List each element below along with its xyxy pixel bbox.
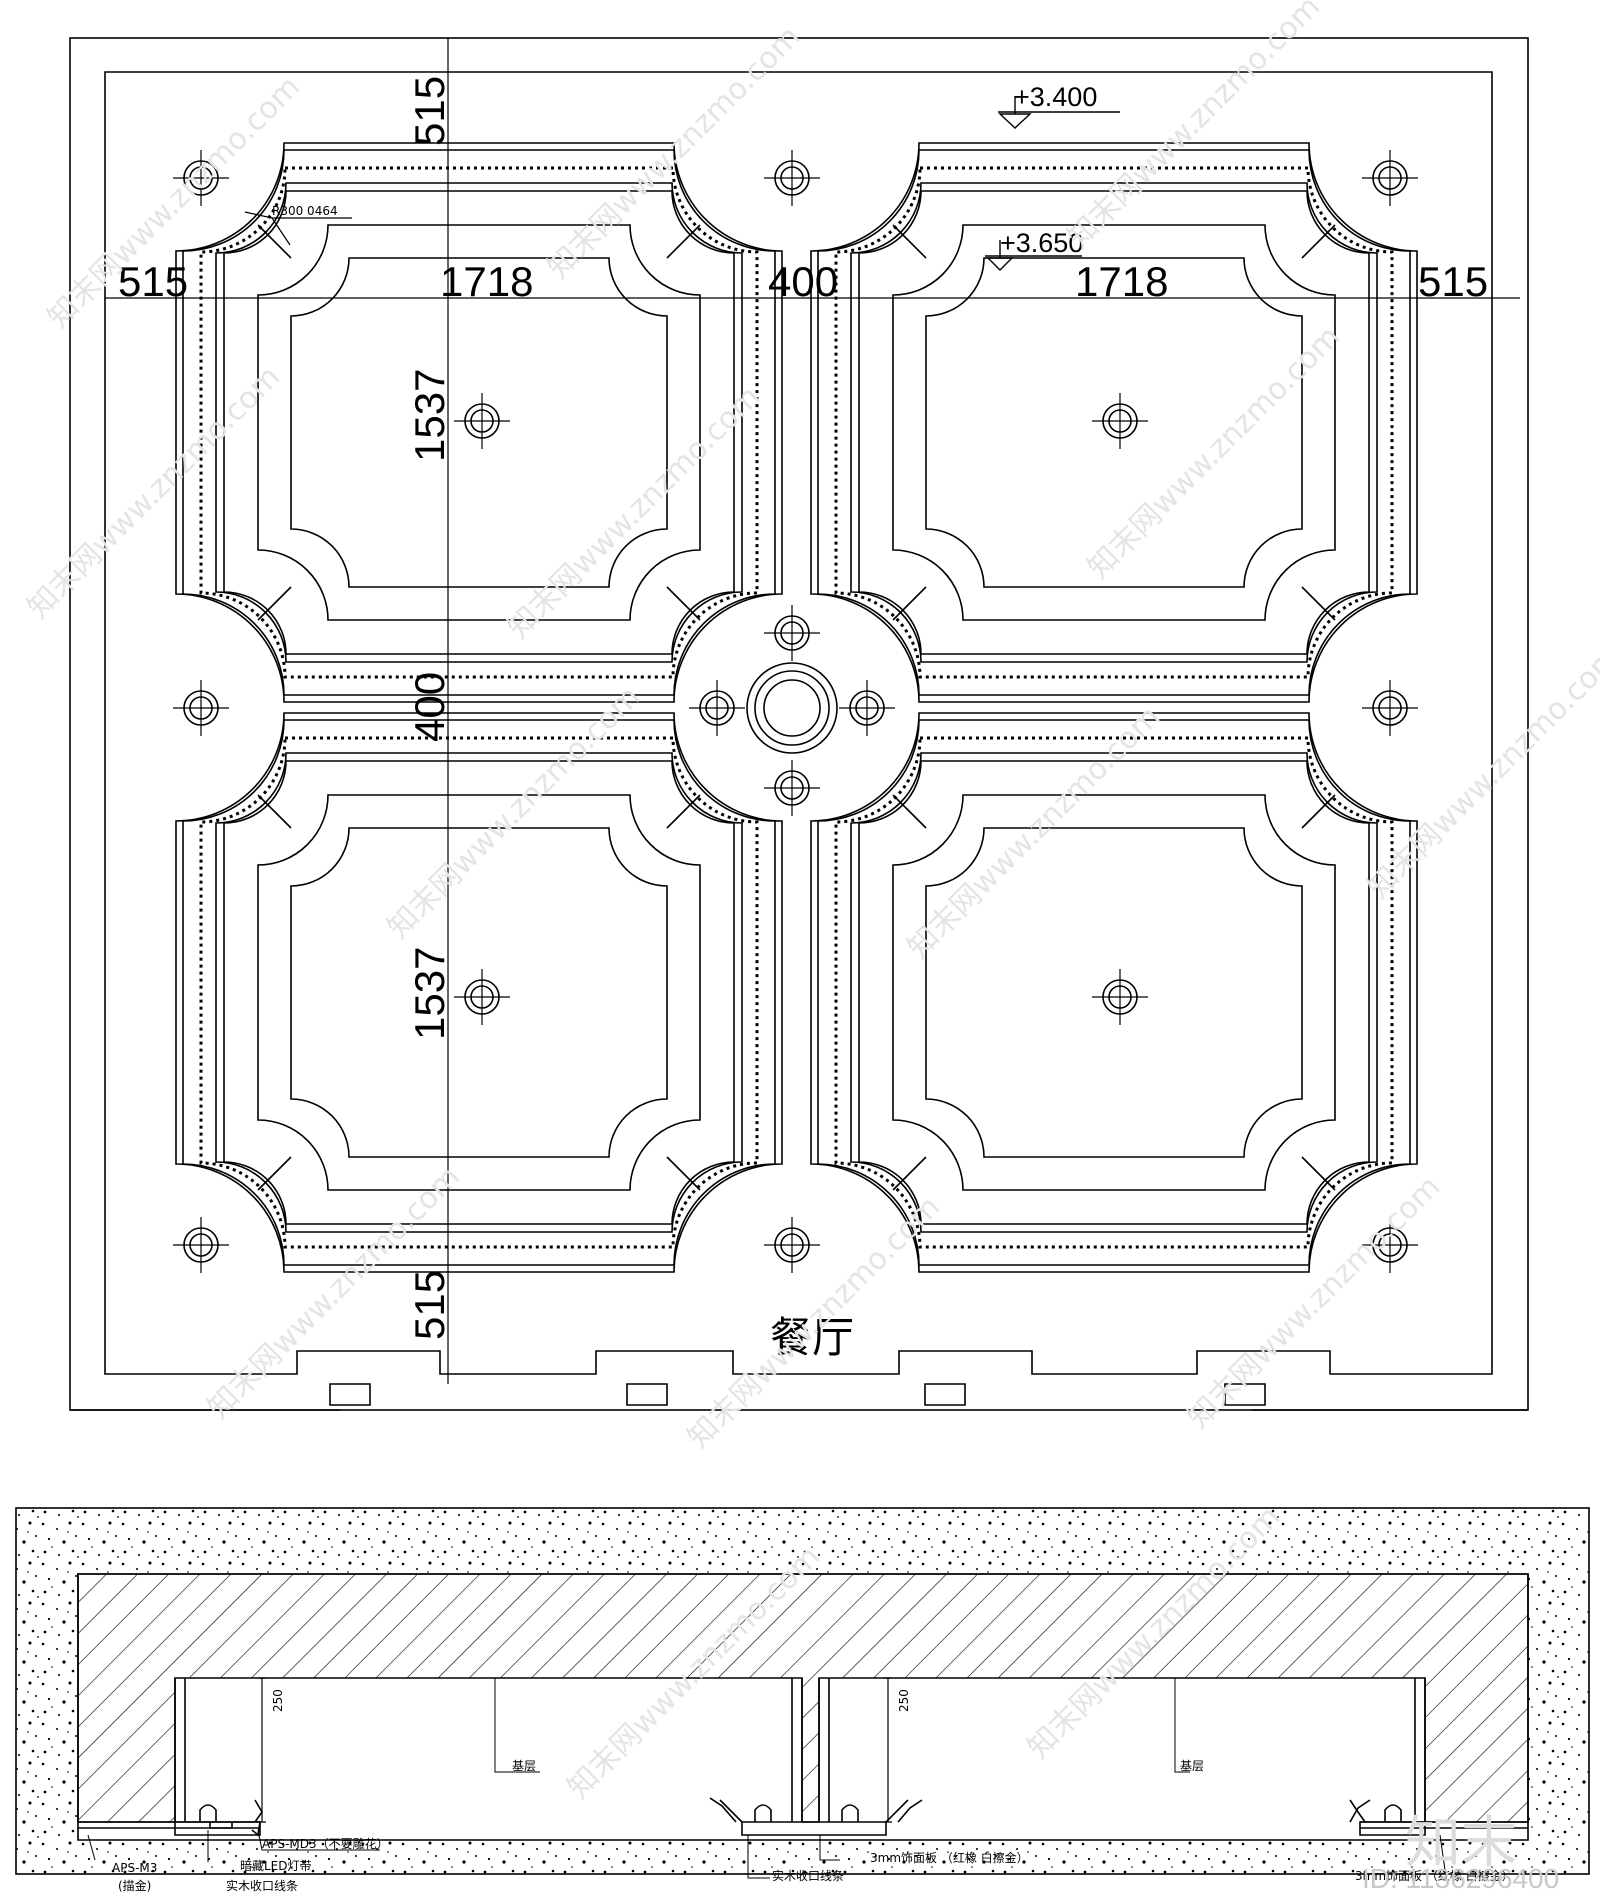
downlight-icon xyxy=(173,150,229,206)
watermark-text: 知末网www.znzmo.com xyxy=(681,1189,947,1455)
ceiling-panel-3 xyxy=(175,712,783,1273)
dim-250-right: 250 xyxy=(897,1689,911,1712)
dim-left-515: 515 xyxy=(118,258,188,305)
elevation-marker-2 xyxy=(985,240,1082,271)
ceiling-panel-4 xyxy=(810,712,1418,1273)
downlight-icon xyxy=(764,605,820,661)
elevation-marker-1 xyxy=(998,96,1120,129)
plan-outer-frame xyxy=(69,37,1529,1411)
ceiling-plan xyxy=(69,37,1529,1411)
downlight-icon xyxy=(173,680,229,736)
watermark-text: 知末网www.znzmo.com xyxy=(1081,319,1347,585)
dim-right-515: 515 xyxy=(1418,258,1488,305)
downlight-icon xyxy=(1362,150,1418,206)
ceiling-panel-1 xyxy=(175,142,783,703)
central-rosette xyxy=(746,662,838,754)
label-panel-right: 3mm饰面板 （红橡 白擦金） xyxy=(1355,1868,1514,1883)
downlight-icon xyxy=(1362,1217,1418,1273)
room-name: 餐厅 xyxy=(770,1313,854,1362)
leader-lines xyxy=(87,1678,1446,1879)
label-solid-wood-center: 实木收口线条 xyxy=(772,1868,844,1883)
dim-top-515: 515 xyxy=(406,76,453,146)
elevation-3650: +3.650 xyxy=(1000,228,1083,258)
light-fixtures xyxy=(173,150,1418,1273)
watermark-text: 知末网www.znzmo.com xyxy=(541,19,807,285)
downlight-icon xyxy=(764,760,820,816)
plan-inner-frame xyxy=(104,71,1493,1375)
radius-note: R300 0464 xyxy=(272,204,338,218)
elevation-3400: +3.400 xyxy=(1014,82,1097,112)
watermark-brand: 知末 xyxy=(1405,1811,1517,1876)
dim-250-left: 250 xyxy=(271,1689,285,1712)
label-gold-trace: (描金) xyxy=(118,1878,151,1893)
air-vents xyxy=(329,1383,1266,1406)
downlight-icon xyxy=(1092,393,1148,449)
label-led: 暗藏LED灯带 xyxy=(240,1858,312,1873)
watermark-text: 知末网www.znzmo.com xyxy=(21,359,287,625)
downlight-icon xyxy=(454,393,510,449)
ceiling-panel-2 xyxy=(810,142,1418,703)
label-aps-md3: APS-MD3（不要雕花） xyxy=(262,1836,389,1851)
dim-height-bottom: 1537 xyxy=(406,947,453,1040)
downlight-icon xyxy=(839,680,895,736)
label-base-left: 基层 xyxy=(512,1759,536,1773)
label-panel-center: 3mm饰面板 （红橡 白擦金） xyxy=(870,1850,1029,1865)
dimension-250-ticks xyxy=(258,1677,892,1823)
label-aps-m3: APS-M3 xyxy=(112,1861,157,1875)
ceiling-section: 250 250 APS-M3 (描金) APS-MD3（不要雕花） 暗藏LED灯… xyxy=(15,1507,1590,1893)
dim-vertical-400: 400 xyxy=(406,672,453,742)
downlight-icon xyxy=(764,1217,820,1273)
led-strip-4 xyxy=(834,736,1394,1249)
downlight-icon xyxy=(173,1217,229,1273)
dimension-lines xyxy=(105,38,1520,1384)
label-solid-wood-left: 实木收口线条 xyxy=(226,1878,298,1893)
dim-height-top: 1537 xyxy=(406,369,453,462)
radius-leader xyxy=(244,211,352,246)
label-base-right: 基层 xyxy=(1180,1759,1204,1773)
watermark-text: 知末网www.znzmo.com xyxy=(1361,639,1600,905)
panels xyxy=(175,142,1418,1273)
downlight-icon xyxy=(764,150,820,206)
downlight-icon xyxy=(454,969,510,1025)
dim-width-left: 1718 xyxy=(440,258,533,305)
dim-bottom-515: 515 xyxy=(406,1270,453,1340)
dim-center-400: 400 xyxy=(768,258,838,305)
led-strip-1 xyxy=(199,166,759,679)
downlight-icon xyxy=(1362,680,1418,736)
led-strip-3 xyxy=(199,736,759,1249)
downlight-icon xyxy=(689,680,745,736)
watermark-id: ID: 1136296400 xyxy=(1362,1863,1559,1894)
led-strip-2 xyxy=(834,166,1394,679)
downlight-icon xyxy=(1092,969,1148,1025)
watermark-text: 知末网www.znzmo.com xyxy=(1181,1169,1447,1435)
dimension-texts: 515 1718 400 1718 515 515 1537 400 1537 … xyxy=(118,76,1488,1340)
dim-width-right: 1718 xyxy=(1075,258,1168,305)
